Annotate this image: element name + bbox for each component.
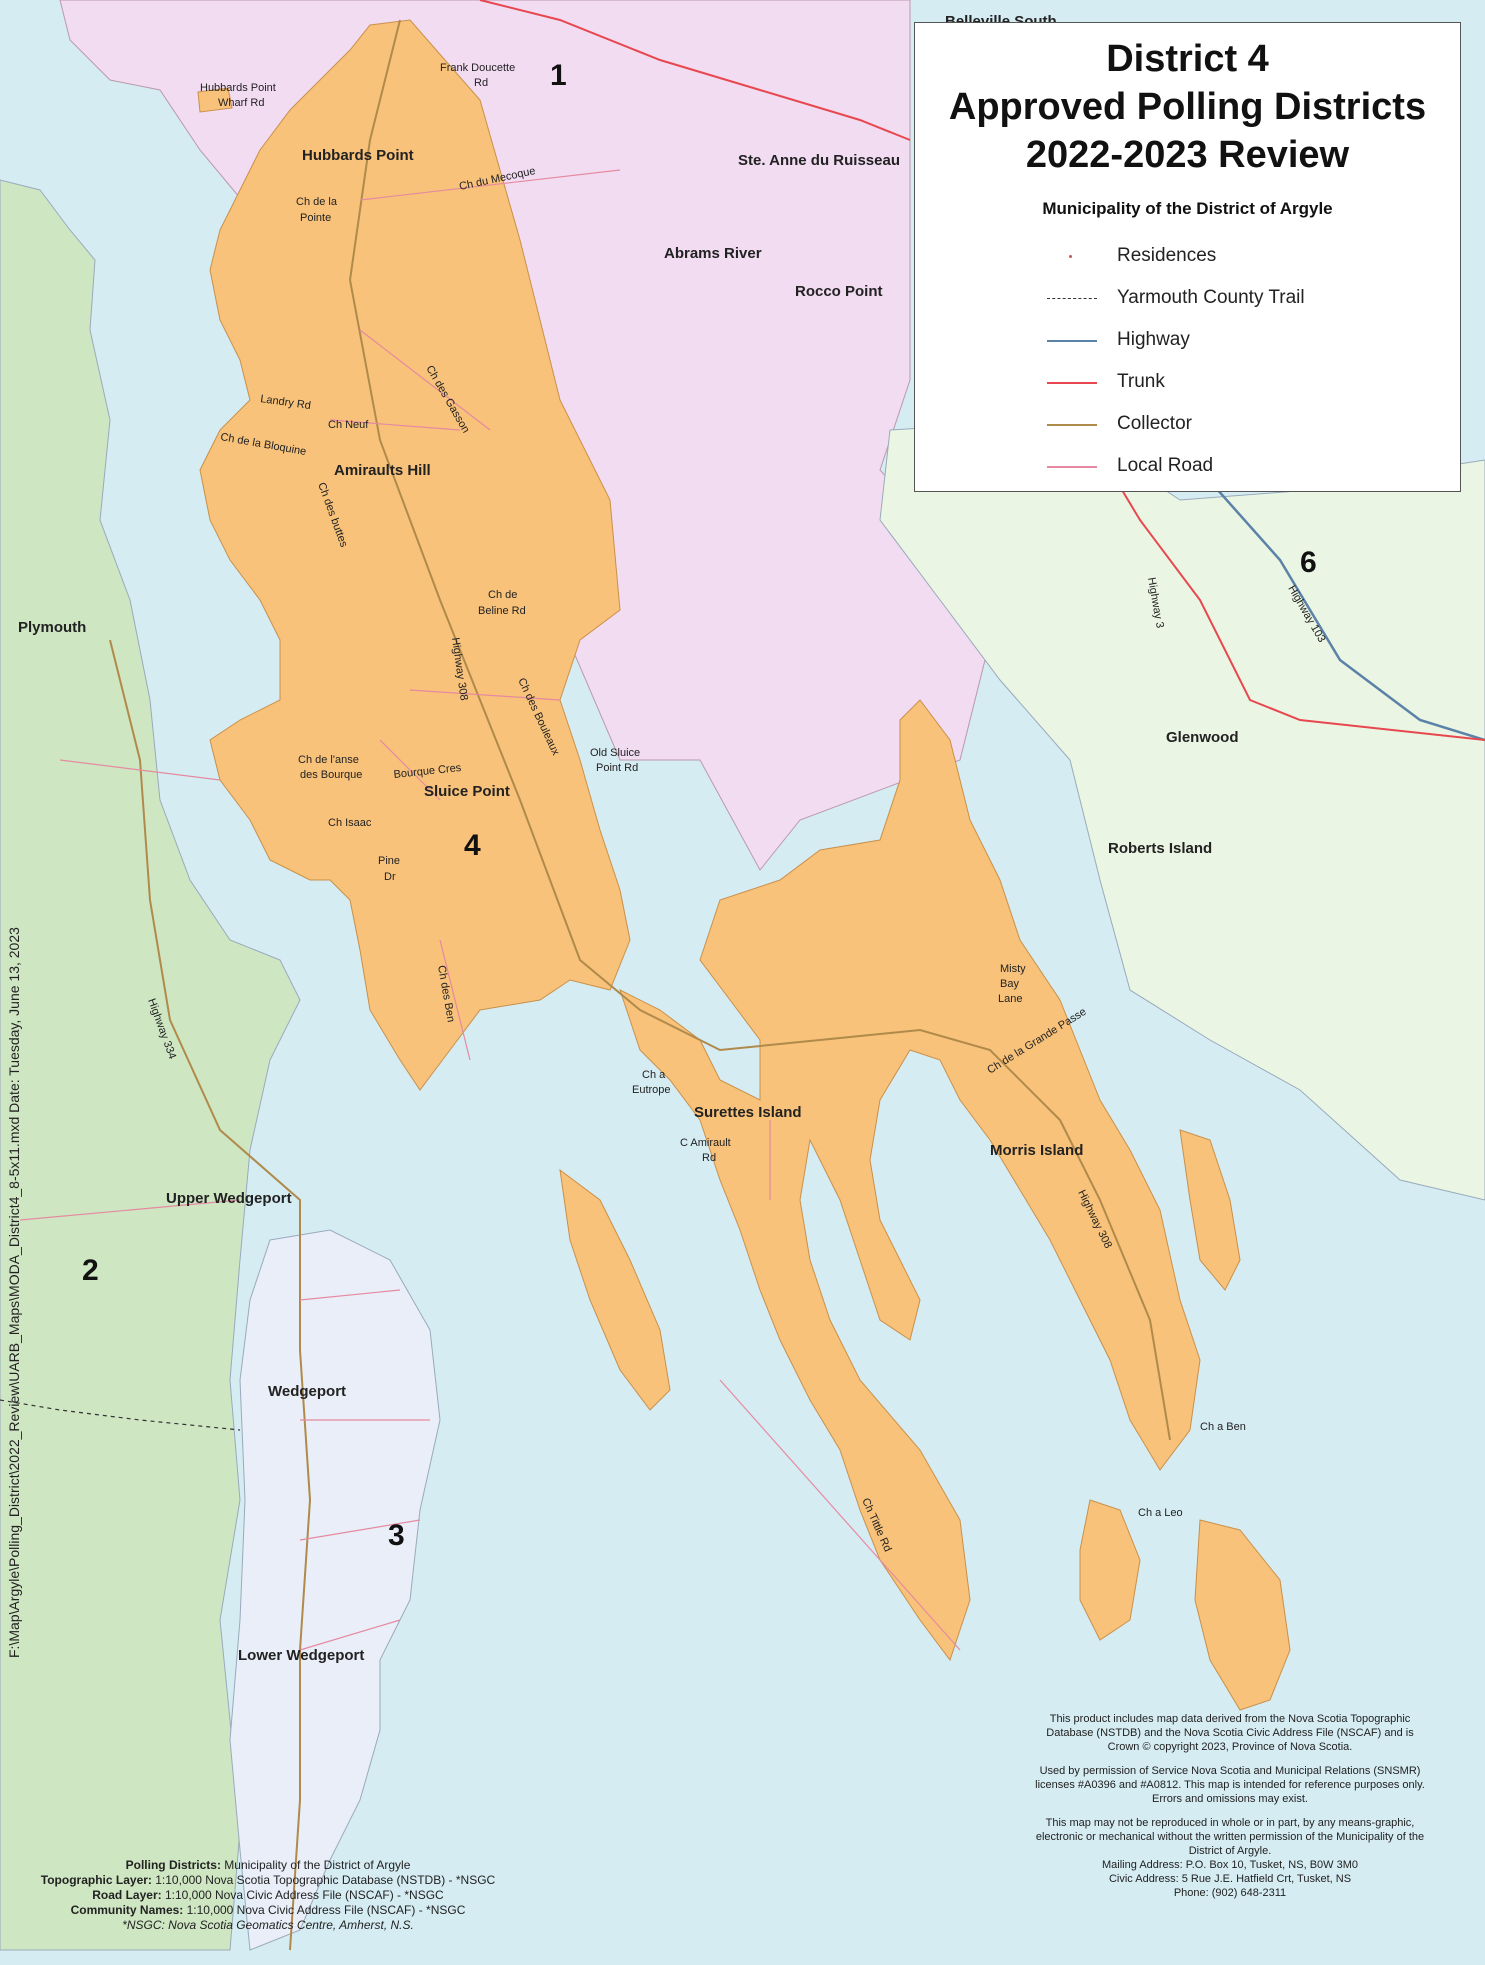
highway-line-icon xyxy=(1047,340,1097,342)
legend-item-trunk: Trunk xyxy=(1047,371,1427,395)
road-frank-doucette-2: Rd xyxy=(474,77,488,89)
trunk-line-top xyxy=(479,0,911,141)
road-ch-a-eutrope-1: Ch a xyxy=(642,1069,666,1081)
place-upper-wedgeport: Upper Wedgeport xyxy=(166,1190,292,1207)
island-se-1 xyxy=(1079,1499,1141,1641)
place-surettes-island: Surettes Island xyxy=(694,1104,802,1121)
place-glenwood: Glenwood xyxy=(1166,729,1239,746)
mailing-address: Mailing Address: P.O. Box 10, Tusket, NS… xyxy=(1102,1859,1358,1871)
road-ch-de-beline-2: Beline Rd xyxy=(478,605,526,617)
legend-title-line1: District 4 xyxy=(1106,38,1269,80)
district-4-mainland xyxy=(199,19,631,1091)
highway-103-line xyxy=(1199,469,1485,742)
road-misty-bay-3: Lane xyxy=(998,993,1022,1005)
road-ch-a-eutrope-2: Eutrope xyxy=(632,1084,671,1096)
island-west xyxy=(559,1168,671,1411)
legend-item-residences: Residences xyxy=(1047,245,1427,269)
place-roberts-island: Roberts Island xyxy=(1108,840,1212,857)
place-lower-wedgeport: Lower Wedgeport xyxy=(238,1647,364,1664)
place-plymouth: Plymouth xyxy=(18,619,86,636)
local-road-line-icon xyxy=(1047,466,1097,468)
credit-line: Road Layer: 1:10,000 Nova Civic Address … xyxy=(92,1888,444,1902)
road-frank-doucette-1: Frank Doucette xyxy=(440,62,515,74)
road-pine-dr-2: Dr xyxy=(384,871,396,883)
trail-line-icon xyxy=(1047,298,1097,299)
road-ch-a-leo: Ch a Leo xyxy=(1138,1507,1183,1519)
file-path-date: F:\Map\Argyle\Polling_District\2022_Revi… xyxy=(6,927,22,1658)
legend-item-local-road: Local Road xyxy=(1047,455,1427,479)
place-hubbards-point: Hubbards Point xyxy=(302,147,414,164)
phone-number: Phone: (902) 648-2311 xyxy=(1173,1887,1287,1899)
place-sluice-point: Sluice Point xyxy=(424,783,510,800)
district-2-area xyxy=(0,179,301,1951)
road-old-sluice-2: Point Rd xyxy=(596,762,638,774)
road-hubbards-wharf-2: Wharf Rd xyxy=(218,97,264,109)
road-misty-bay-1: Misty xyxy=(1000,963,1026,975)
place-ste-anne: Ste. Anne du Ruisseau xyxy=(738,152,900,169)
district-6-area xyxy=(879,419,1485,1201)
district-4-islands xyxy=(619,699,1201,1662)
road-c-amirault-2: Rd xyxy=(702,1152,716,1164)
credit-line: Community Names: 1:10,000 Nova Civic Add… xyxy=(70,1903,466,1917)
district-3-label: 3 xyxy=(388,1519,405,1552)
copyright-p1: This product includes map data derived f… xyxy=(1046,1713,1414,1753)
island-ne xyxy=(1179,1129,1241,1291)
road-ch-isaac: Ch Isaac xyxy=(328,817,372,829)
district-3-area xyxy=(229,1229,441,1951)
credit-line: Topographic Layer: 1:10,000 Nova Scotia … xyxy=(40,1873,496,1887)
collector-highway-334 xyxy=(109,639,312,1951)
copyright-p3: This map may not be reproduced in whole … xyxy=(1035,1817,1425,1857)
road-ch-a-ben: Ch a Ben xyxy=(1200,1421,1246,1433)
district-4-label: 4 xyxy=(464,829,481,862)
road-ch-neuf: Ch Neuf xyxy=(328,419,369,431)
copyright-notice: This product includes map data derived f… xyxy=(1030,1712,1430,1900)
collector-highway-308 xyxy=(348,19,1171,1441)
legend-panel: District 4 Approved Polling Districts 20… xyxy=(914,22,1461,492)
legend-subtitle: Municipality of the District of Argyle xyxy=(1042,199,1333,218)
place-rocco-point: Rocco Point xyxy=(795,283,883,300)
island-hubbards-wharf xyxy=(197,87,233,113)
road-old-sluice-1: Old Sluice xyxy=(590,747,640,759)
district-6-label: 6 xyxy=(1300,546,1317,579)
data-sources-credits: Polling Districts: Municipality of the D… xyxy=(18,1858,518,1933)
legend-title-line2: Approved Polling Districts xyxy=(948,86,1427,128)
district-1-label: 1 xyxy=(550,59,567,92)
legend-item-highway: Highway xyxy=(1047,329,1427,353)
residence-dot-icon xyxy=(1069,255,1072,258)
collector-line-icon xyxy=(1047,424,1097,426)
road-ch-de-lanse-1: Ch de l'anse xyxy=(298,754,359,766)
road-ch-de-lanse-2: des Bourque xyxy=(300,769,362,781)
credit-line: Polling Districts: Municipality of the D… xyxy=(125,1858,411,1872)
road-c-amirault-1: C Amirault xyxy=(680,1137,731,1149)
road-pine-dr-1: Pine xyxy=(378,855,400,867)
district-2-label: 2 xyxy=(82,1254,99,1287)
credit-line: *NSGC: Nova Scotia Geomatics Centre, Amh… xyxy=(122,1918,414,1932)
road-ch-de-la-pointe-1: Ch de la xyxy=(296,196,338,208)
road-misty-bay-2: Bay xyxy=(1000,978,1019,990)
legend-item-trail: Yarmouth County Trail xyxy=(1047,287,1427,311)
place-abrams-river: Abrams River xyxy=(664,245,762,262)
place-amiraults-hill: Amiraults Hill xyxy=(334,462,431,479)
road-ch-de-beline-1: Ch de xyxy=(488,589,517,601)
road-ch-de-la-pointe-2: Pointe xyxy=(300,212,331,224)
legend-item-collector: Collector xyxy=(1047,413,1427,437)
trunk-line-icon xyxy=(1047,382,1097,384)
copyright-p2: Used by permission of Service Nova Scoti… xyxy=(1035,1765,1425,1805)
road-hubbards-wharf-1: Hubbards Point xyxy=(200,82,276,94)
civic-address: Civic Address: 5 Rue J.E. Hatfield Crt, … xyxy=(1108,1873,1352,1885)
local-roads xyxy=(19,169,961,1651)
place-morris-island: Morris Island xyxy=(990,1142,1083,1159)
legend-title-line3: 2022-2023 Review xyxy=(1025,134,1350,176)
trunk-line-3 xyxy=(1079,419,1485,741)
island-se-2 xyxy=(1194,1519,1291,1711)
place-wedgeport: Wedgeport xyxy=(268,1383,346,1400)
